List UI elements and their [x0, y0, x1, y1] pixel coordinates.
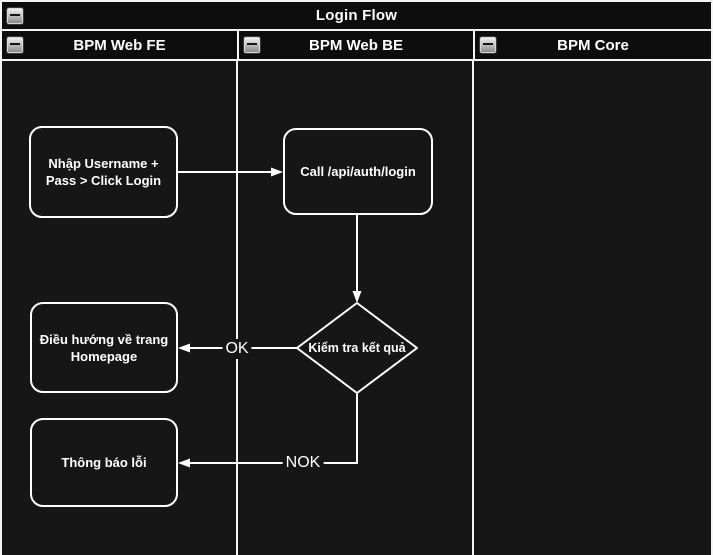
lane-label: BPM Web FE: [73, 36, 166, 54]
arrowhead-left-icon: [178, 343, 190, 353]
lane-divider: [236, 61, 238, 555]
node-label: Nhập Username + Pass > Click Login: [45, 156, 162, 188]
lane-header-bpm-core[interactable]: BPM Core: [473, 31, 711, 59]
minus-icon: [10, 13, 20, 16]
lane-divider: [472, 61, 474, 555]
arrowhead-right-icon: [271, 167, 283, 177]
minus-icon: [483, 43, 493, 45]
pool-border-left: [0, 0, 2, 555]
node-label: Kiểm tra kết quả: [308, 341, 406, 355]
node-call-api[interactable]: Call /api/auth/login: [283, 128, 433, 215]
lane-label: BPM Web BE: [309, 36, 403, 54]
lane-headers-row: BPM Web FE BPM Web BE BPM Core: [2, 31, 711, 61]
pool-border-right: [711, 0, 713, 555]
node-label: Call /api/auth/login: [300, 164, 416, 179]
lane-collapse-icon[interactable]: [480, 37, 496, 53]
arrowhead-left-icon: [178, 458, 190, 468]
minus-icon: [10, 43, 20, 45]
pool-title-bar[interactable]: Login Flow: [2, 2, 711, 31]
pool-border-top: [0, 0, 713, 2]
node-check-result[interactable]: Kiểm tra kết quả: [296, 302, 418, 394]
node-enter-credentials[interactable]: Nhập Username + Pass > Click Login: [29, 126, 178, 218]
node-error-message[interactable]: Thông báo lỗi: [30, 418, 178, 507]
diamond-shape: [296, 302, 418, 394]
node-label: Điều hướng về trang Homepage: [39, 331, 169, 364]
pool-collapse-icon[interactable]: [7, 7, 23, 24]
edge-label-ok[interactable]: OK: [222, 339, 252, 359]
lane-collapse-icon[interactable]: [244, 37, 260, 53]
edge-label-nok[interactable]: NOK: [282, 453, 324, 473]
lane-header-bpm-web-be[interactable]: BPM Web BE: [237, 31, 473, 59]
lane-header-bpm-web-fe[interactable]: BPM Web FE: [2, 31, 237, 59]
edge-check-to-error: [190, 394, 358, 464]
node-label: Thông báo lỗi: [61, 455, 147, 470]
lane-label: BPM Core: [557, 36, 629, 54]
minus-icon: [247, 43, 257, 45]
node-navigate-homepage[interactable]: Điều hướng về trang Homepage: [30, 302, 178, 393]
pool-title: Login Flow: [315, 7, 398, 24]
lane-collapse-icon[interactable]: [7, 37, 23, 53]
